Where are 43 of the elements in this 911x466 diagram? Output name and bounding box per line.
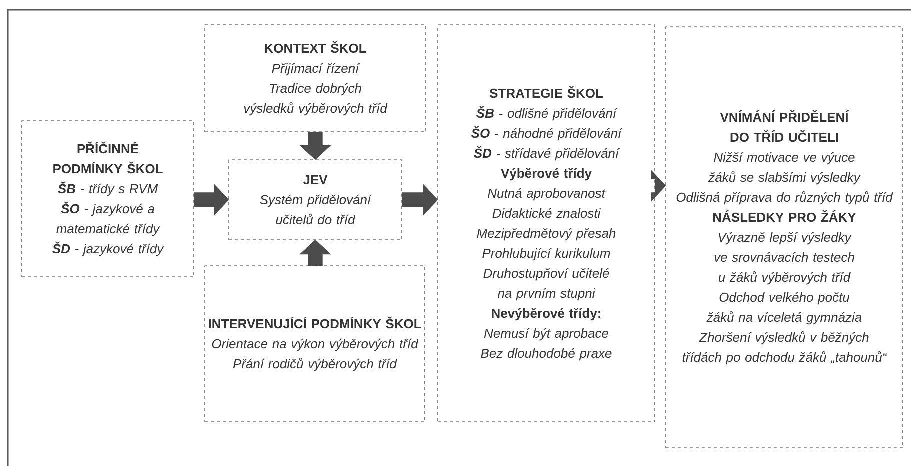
list-item: ŠD - jazykové třídy <box>52 242 164 256</box>
block-arrow <box>194 184 230 216</box>
dashed-box <box>22 120 194 278</box>
list-item: ŠD - střídavé přidělování <box>474 146 620 161</box>
dashed-box <box>204 24 426 132</box>
list-item: Odlišná příprava do různých typů tříd <box>676 192 894 205</box>
list-item: Didaktické znalosti <box>492 208 601 218</box>
list-item: Zhoršení výsledků v běžných třídách po odchodu žáků „tahounů“ <box>682 332 888 365</box>
list-item: Prohlubující kurikulum <box>482 248 610 261</box>
list-item: ŠO - náhodné přidělování <box>472 126 623 141</box>
heading: NÁSLEDKY PRO ŽÁKY <box>714 210 856 222</box>
block-arrow <box>300 240 332 266</box>
list-item: ŠB - třídy s RVM <box>58 182 158 196</box>
heading: Nevýběrové třídy: <box>492 308 600 321</box>
list-item: Mezipředmětový přesah <box>477 228 616 241</box>
dashed-box <box>204 266 426 422</box>
list-item: Orientace na výkon výběrových tříd <box>212 338 419 352</box>
list-item: Přání rodičů výběrových tříd <box>233 358 398 372</box>
heading: VNÍMÁNÍ PŘIDĚLENÍ DO TŘÍD UČITELI <box>720 110 850 142</box>
list-item: Systém přidělování učitelů do tříd <box>260 194 372 225</box>
heading: PŘÍČINNÉ PODMÍNKY ŠKOL <box>54 142 163 174</box>
list-item: Výrazně lepší výsledky ve srovnávacích testech u žáků výběrových tříd <box>714 232 854 285</box>
list-item: Tradice dobrých výsledků výběrových tříd <box>244 83 388 116</box>
list-item: Druhostupňoví učitelé na prvním stupni <box>484 268 610 301</box>
heading: KONTEXT ŠKOL <box>265 41 366 54</box>
heading: STRATEGIE ŠKOL <box>490 86 604 98</box>
heading: INTERVENUJÍCÍ PODMÍNKY ŠKOL <box>209 316 422 329</box>
heading: JEV <box>303 175 328 185</box>
block-arrow <box>402 184 438 216</box>
block-arrow <box>300 132 332 160</box>
heading: Výběrové třídy <box>501 168 592 181</box>
dashed-box <box>438 24 656 422</box>
list-item: ŠB - odlišné přidělování <box>476 106 618 121</box>
list-item: Nižší motivace ve výuce žáků se slabšími výsledky <box>708 152 861 185</box>
block-arrow <box>651 170 666 202</box>
list-item: Nutná aprobovanost <box>488 188 606 201</box>
list-item: Přijímací řízení <box>272 63 360 76</box>
list-item: ŠO - jazykové a matematické třídy <box>56 202 160 236</box>
list-item: Nemusí být aprobace <box>484 328 608 341</box>
dashed-box <box>666 26 904 448</box>
list-item: Bez dlouhodobé praxe <box>481 348 612 361</box>
list-item: Odchod velkého počtu žáků na víceletá gymnázia <box>706 292 862 325</box>
dashed-box <box>228 160 402 240</box>
